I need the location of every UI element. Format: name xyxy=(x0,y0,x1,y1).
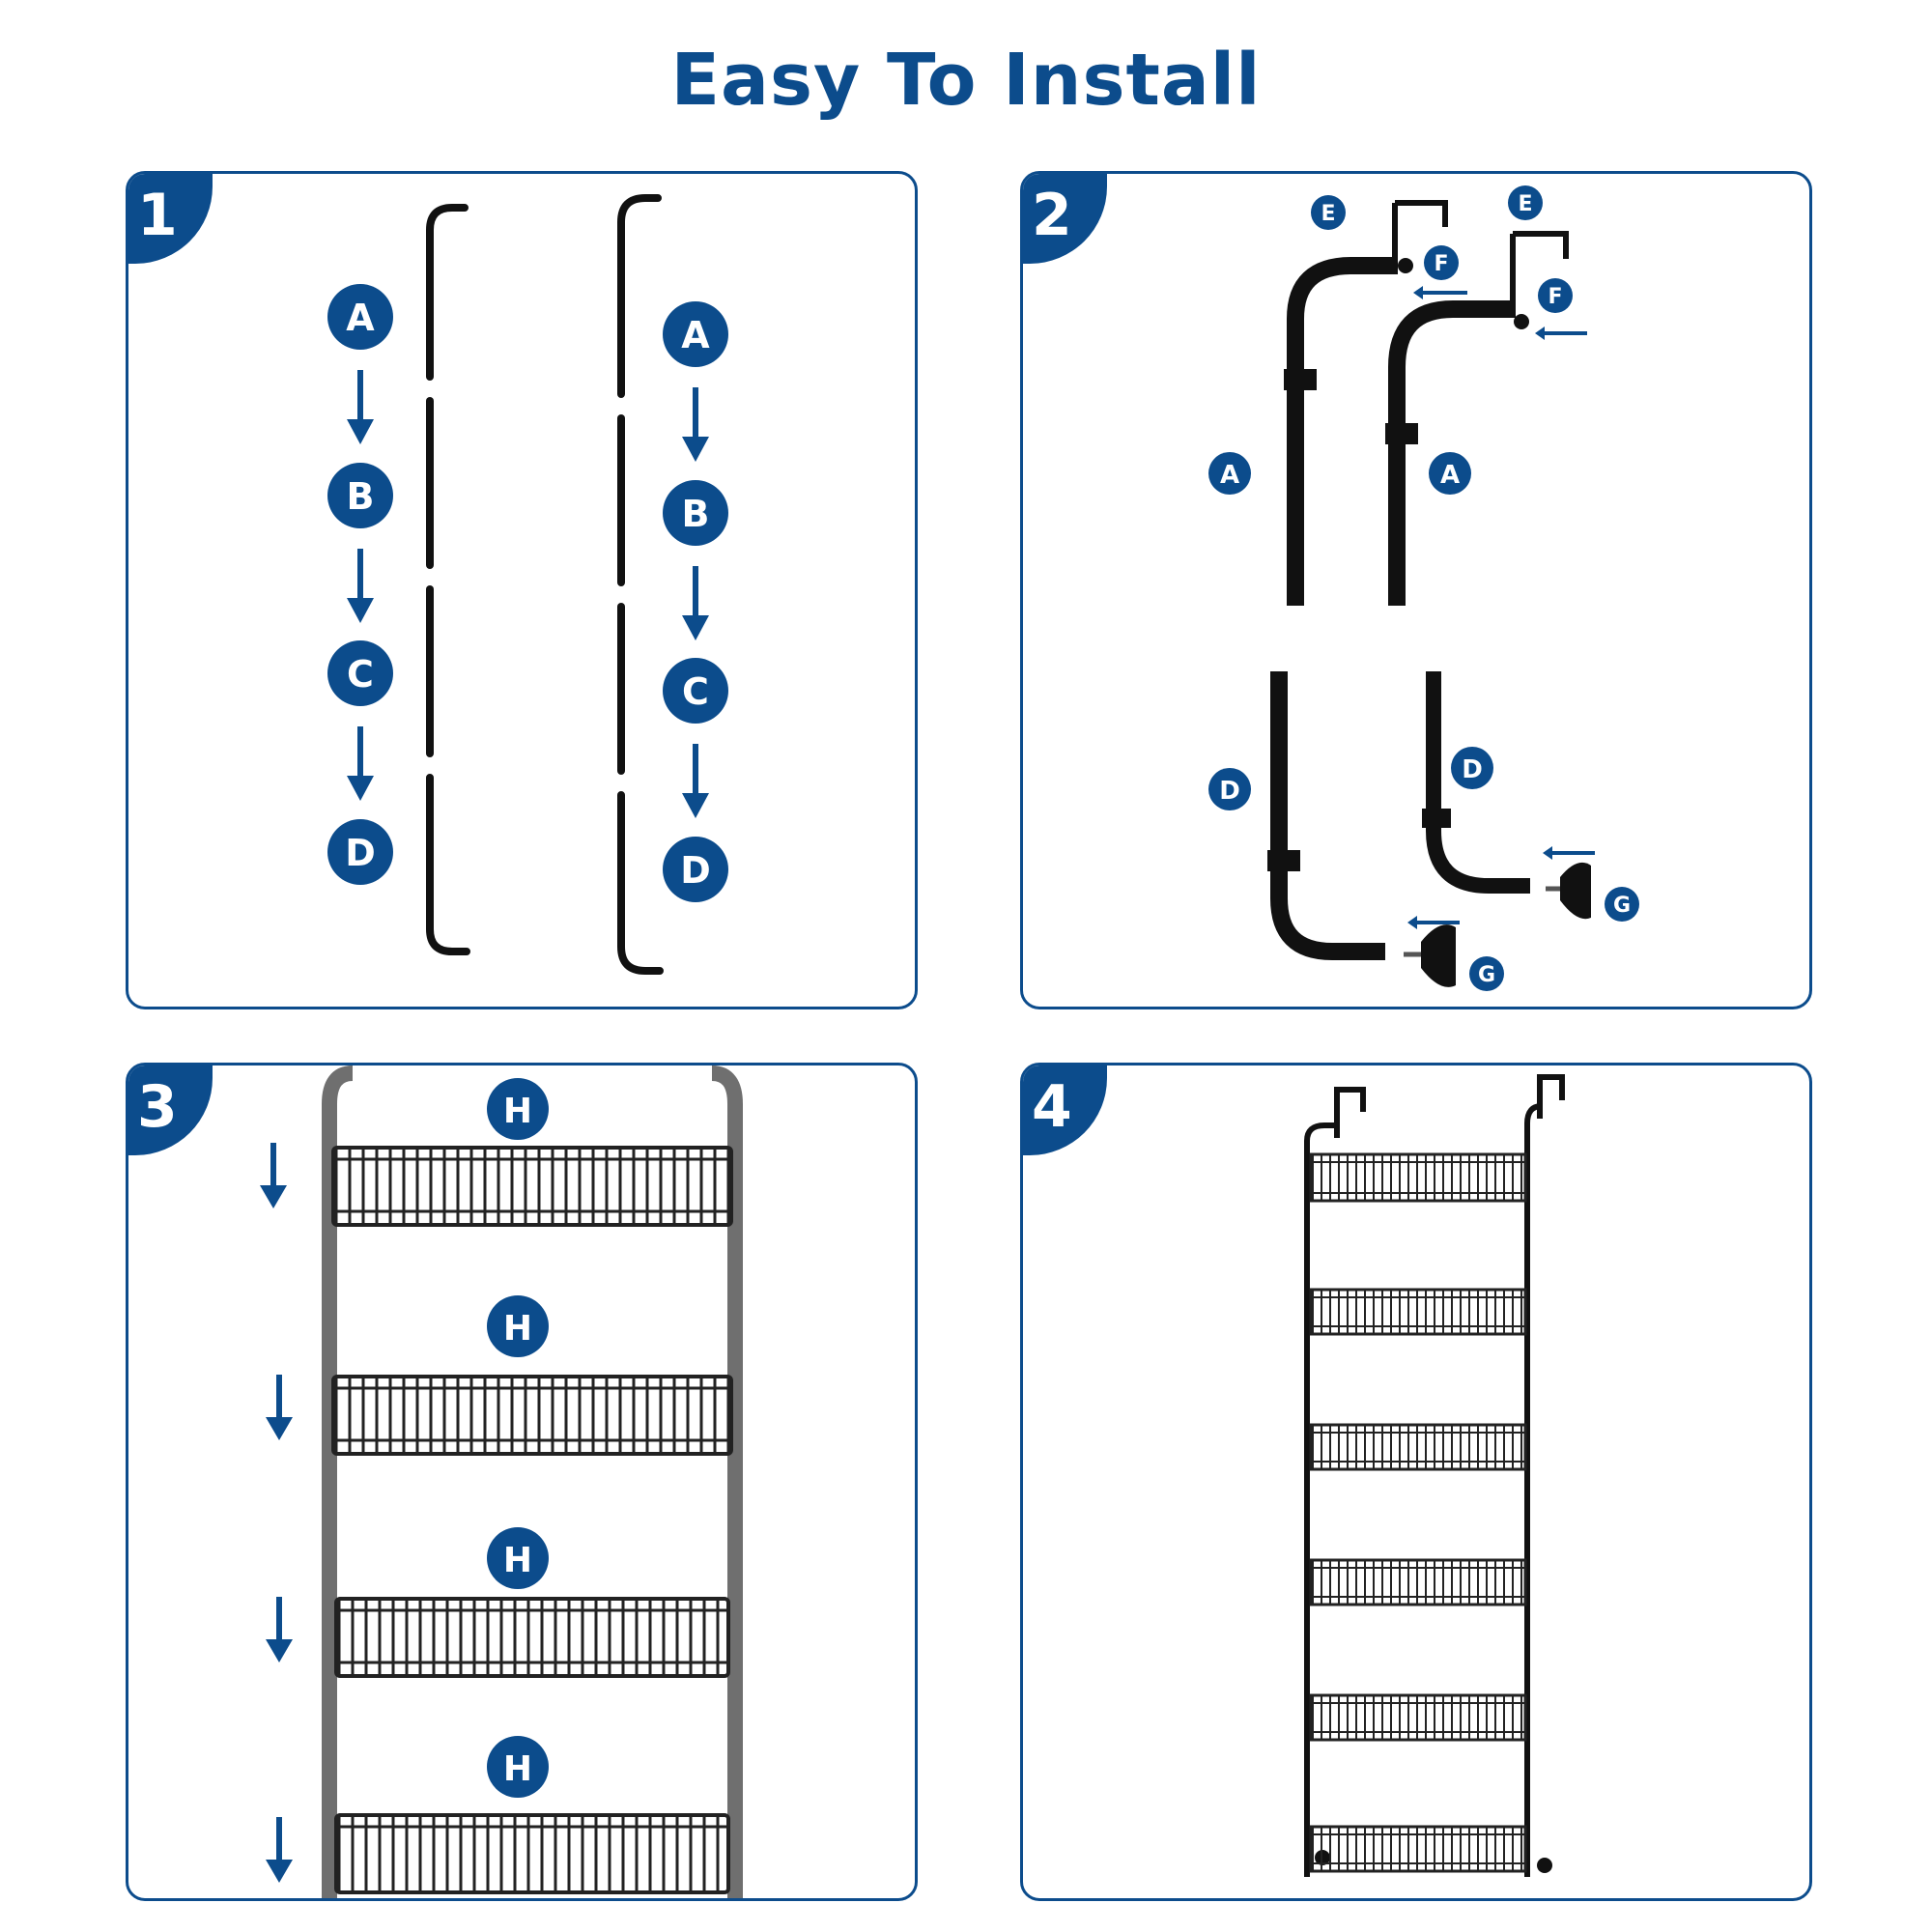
label-b: B xyxy=(347,475,375,518)
step-2-panel: 2 E E F F A xyxy=(1020,171,1812,1009)
foot-g-right xyxy=(1546,862,1591,920)
label-circle-h xyxy=(487,1078,549,1140)
label-circle-b xyxy=(663,480,728,546)
label-circle-a xyxy=(663,301,728,367)
upper-rod-right xyxy=(1385,231,1569,606)
label-circle-f xyxy=(1424,245,1459,280)
frame-side-rods xyxy=(322,1065,743,1898)
step-1-left-sequence: A B C D xyxy=(327,284,393,885)
basket xyxy=(1309,1693,1527,1742)
over-door-hook-left xyxy=(1334,1087,1366,1138)
over-door-hook-right xyxy=(1537,1074,1565,1119)
label-e: E xyxy=(1321,202,1335,226)
label-h: H xyxy=(503,1541,532,1580)
label-circle-c xyxy=(663,658,728,724)
label-d: D xyxy=(680,849,711,892)
step-2-illustration: E E F F A A D D xyxy=(1208,185,1639,991)
step-1-badge: 1 xyxy=(128,174,213,264)
label-circle-f xyxy=(1538,278,1573,313)
label-c: C xyxy=(682,670,709,713)
basket xyxy=(1309,1558,1527,1606)
label-d: D xyxy=(1219,777,1240,806)
step-1-illustration: A B C D A xyxy=(327,194,728,975)
label-f: F xyxy=(1434,252,1448,276)
label-circle-d xyxy=(663,837,728,902)
label-circle-a xyxy=(327,284,393,350)
basket xyxy=(1309,1288,1527,1336)
step-3-illustration: H H H H xyxy=(260,1065,743,1898)
label-b: B xyxy=(682,493,710,535)
basket xyxy=(334,1813,730,1894)
label-circle-a xyxy=(1208,452,1251,495)
arrow-head xyxy=(347,419,374,444)
label-circle-d xyxy=(327,819,393,885)
arrow-head xyxy=(347,598,374,623)
right-rod-assembly xyxy=(617,194,664,975)
label-g: G xyxy=(1478,963,1495,987)
label-circle-c xyxy=(327,640,393,706)
step-4-illustration xyxy=(1304,1074,1565,1877)
foot-g-left xyxy=(1404,924,1456,987)
label-circle-d xyxy=(1451,747,1493,789)
label-h: H xyxy=(503,1092,532,1131)
basket xyxy=(331,1146,733,1227)
basket xyxy=(1309,1423,1527,1471)
label-circle-b xyxy=(327,463,393,528)
label-d: D xyxy=(345,832,376,874)
label-circle-g xyxy=(1605,887,1639,922)
label-circle-h xyxy=(487,1527,549,1589)
lower-rod-left xyxy=(1267,671,1385,960)
step-1-panel: 1 A B C D xyxy=(126,171,918,1009)
step-1-right-sequence: A B C D xyxy=(663,301,728,902)
label-g: G xyxy=(1613,894,1631,918)
label-a: A xyxy=(346,297,375,339)
label-circle-g xyxy=(1469,956,1504,991)
arrow-head xyxy=(347,776,374,801)
label-c: C xyxy=(347,653,374,696)
label-e: E xyxy=(1518,192,1532,216)
arrow-left xyxy=(1407,846,1595,929)
arrow-head xyxy=(682,793,709,818)
step-3-panel: 3 xyxy=(126,1063,918,1901)
label-circle-h xyxy=(487,1295,549,1357)
basket xyxy=(331,1375,733,1456)
arrow-head xyxy=(682,437,709,462)
label-a: A xyxy=(1440,461,1460,490)
left-rod-assembly xyxy=(426,204,470,955)
lower-rod-right xyxy=(1422,671,1530,894)
step-2-badge: 2 xyxy=(1023,174,1107,264)
label-circle-h xyxy=(487,1736,549,1798)
label-h: H xyxy=(503,1749,532,1789)
page-title: Easy To Install xyxy=(670,39,1262,122)
label-circle-a xyxy=(1429,452,1471,495)
frame-side-rods xyxy=(1304,1103,1543,1877)
step-4-panel: 4 xyxy=(1020,1063,1812,1901)
label-circle-e xyxy=(1508,185,1543,220)
arrow-down xyxy=(260,1143,293,1883)
basket xyxy=(1309,1152,1527,1203)
basket xyxy=(1309,1825,1527,1873)
label-a: A xyxy=(681,314,710,356)
foot-right xyxy=(1537,1858,1552,1873)
arrow-left xyxy=(1413,286,1587,340)
basket xyxy=(334,1597,730,1678)
upper-rod-left xyxy=(1284,200,1448,606)
label-h: H xyxy=(503,1309,532,1349)
label-circle-d xyxy=(1208,768,1251,810)
label-a: A xyxy=(1220,461,1239,490)
label-d: D xyxy=(1462,755,1483,784)
arrow-head xyxy=(682,615,709,640)
label-f: F xyxy=(1548,285,1562,309)
label-circle-e xyxy=(1311,195,1346,230)
